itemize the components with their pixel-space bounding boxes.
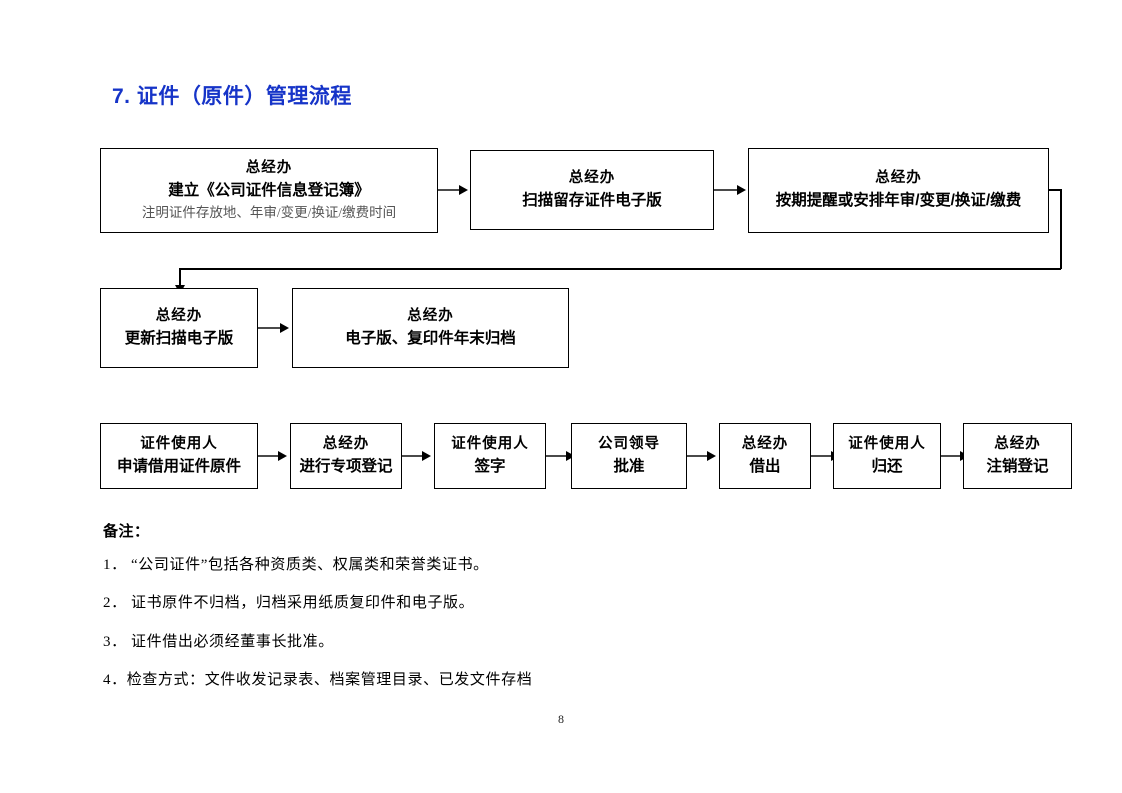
flow-box-row3-3: 证件使用人 签字: [434, 423, 546, 489]
flow-box-note: 注明证件存放地、年审/变更/换证/缴费时间: [141, 204, 397, 220]
flow-box-action: 按期提醒或安排年审/变更/换证/缴费: [775, 192, 1022, 210]
flow-box-action: 申请借用证件原件: [116, 457, 241, 475]
flow-box-role: 证件使用人: [848, 435, 926, 452]
connector-row3-6-7: [941, 455, 962, 457]
notes-section: 备注： 1． “公司证件”包括各种资质类、权属类和荣誉类证书。 2． 证书原件不…: [103, 520, 803, 708]
flow-box-action: 批准: [613, 457, 645, 475]
flow-box-row2-2: 总经办 电子版、复印件年末归档: [292, 288, 569, 368]
flow-box-action: 电子版、复印件年末归档: [345, 329, 516, 347]
flow-box-role: 总经办: [741, 435, 789, 452]
notes-heading: 备注：: [103, 523, 150, 540]
flow-box-row3-6: 证件使用人 归还: [833, 423, 941, 489]
connector-wrap-segment-down: [1060, 189, 1062, 269]
flow-box-role: 证件使用人: [451, 435, 529, 452]
connector-row3-3-4: [546, 455, 567, 457]
note-item-1: 1． “公司证件”包括各种资质类、权属类和荣誉类证书。: [103, 557, 489, 573]
flow-box-role: 总经办: [407, 307, 454, 324]
flow-box-row3-7: 总经办 注销登记: [963, 423, 1072, 489]
note-item-2: 2． 证书原件不归档，归档采用纸质复印件和电子版。: [103, 595, 475, 612]
flow-box-row3-1: 证件使用人 申请借用证件原件: [100, 423, 258, 489]
flow-box-role: 公司领导: [598, 435, 660, 452]
arrowhead-row1-2-3: [737, 185, 746, 195]
flow-box-action: 归还: [871, 457, 903, 475]
flow-box-role: 总经办: [568, 169, 616, 186]
flow-box-role: 总经办: [875, 170, 922, 187]
flow-box-role: 总经办: [245, 160, 293, 177]
note-item-3: 3． 证件借出必须经董事长批准。: [103, 633, 334, 650]
flow-box-role: 总经办: [322, 435, 370, 452]
connector-row2-1-2: [258, 327, 281, 329]
flow-box-action: 更新扫描电子版: [124, 329, 234, 347]
flow-box-action: 签字: [474, 457, 506, 475]
arrowhead-row3-1-2: [278, 451, 287, 461]
connector-row3-2-3: [402, 455, 423, 457]
connector-wrap-segment-across: [179, 268, 1061, 270]
flow-box-row1-3: 总经办 按期提醒或安排年审/变更/换证/缴费: [748, 148, 1049, 233]
page-number: 8: [558, 712, 564, 726]
connector-row1-2-3: [714, 189, 738, 191]
flow-box-row3-2: 总经办 进行专项登记: [290, 423, 402, 489]
flow-box-action: 注销登记: [986, 457, 1049, 475]
arrowhead-row1-1-2: [459, 185, 468, 195]
flow-box-row2-1: 总经办 更新扫描电子版: [100, 288, 258, 368]
connector-row3-4-5: [687, 455, 708, 457]
arrowhead-row3-2-3: [422, 451, 431, 461]
flow-box-action: 扫描留存证件电子版: [522, 191, 662, 209]
connector-row1-1-2: [438, 189, 460, 191]
page-title: 7. 证件（原件）管理流程: [112, 85, 352, 108]
arrowhead-row2-1-2: [280, 323, 289, 333]
flow-box-role: 证件使用人: [140, 435, 218, 452]
connector-row3-5-6: [811, 455, 832, 457]
arrowhead-row3-3-4: [566, 451, 575, 461]
connector-wrap-segment-drop: [179, 268, 181, 288]
flow-box-role: 总经办: [155, 307, 203, 324]
flow-box-action: 建立《公司证件信息登记簿》: [168, 182, 370, 200]
flow-box-row3-4: 公司领导 批准: [571, 423, 687, 489]
flow-box-row1-2: 总经办 扫描留存证件电子版: [470, 150, 714, 230]
connector-row3-1-2: [258, 455, 279, 457]
flow-box-row1-1: 总经办 建立《公司证件信息登记簿》 注明证件存放地、年审/变更/换证/缴费时间: [100, 148, 438, 233]
arrowhead-row3-4-5: [707, 451, 716, 461]
note-item-4: 4．检查方式：文件收发记录表、档案管理目录、已发文件存档: [103, 671, 533, 688]
flow-box-action: 借出: [749, 457, 781, 475]
flow-box-action: 进行专项登记: [299, 457, 393, 475]
flow-box-row3-5: 总经办 借出: [719, 423, 811, 489]
connector-wrap-segment-right: [1049, 189, 1061, 191]
flow-box-role: 总经办: [994, 435, 1041, 452]
